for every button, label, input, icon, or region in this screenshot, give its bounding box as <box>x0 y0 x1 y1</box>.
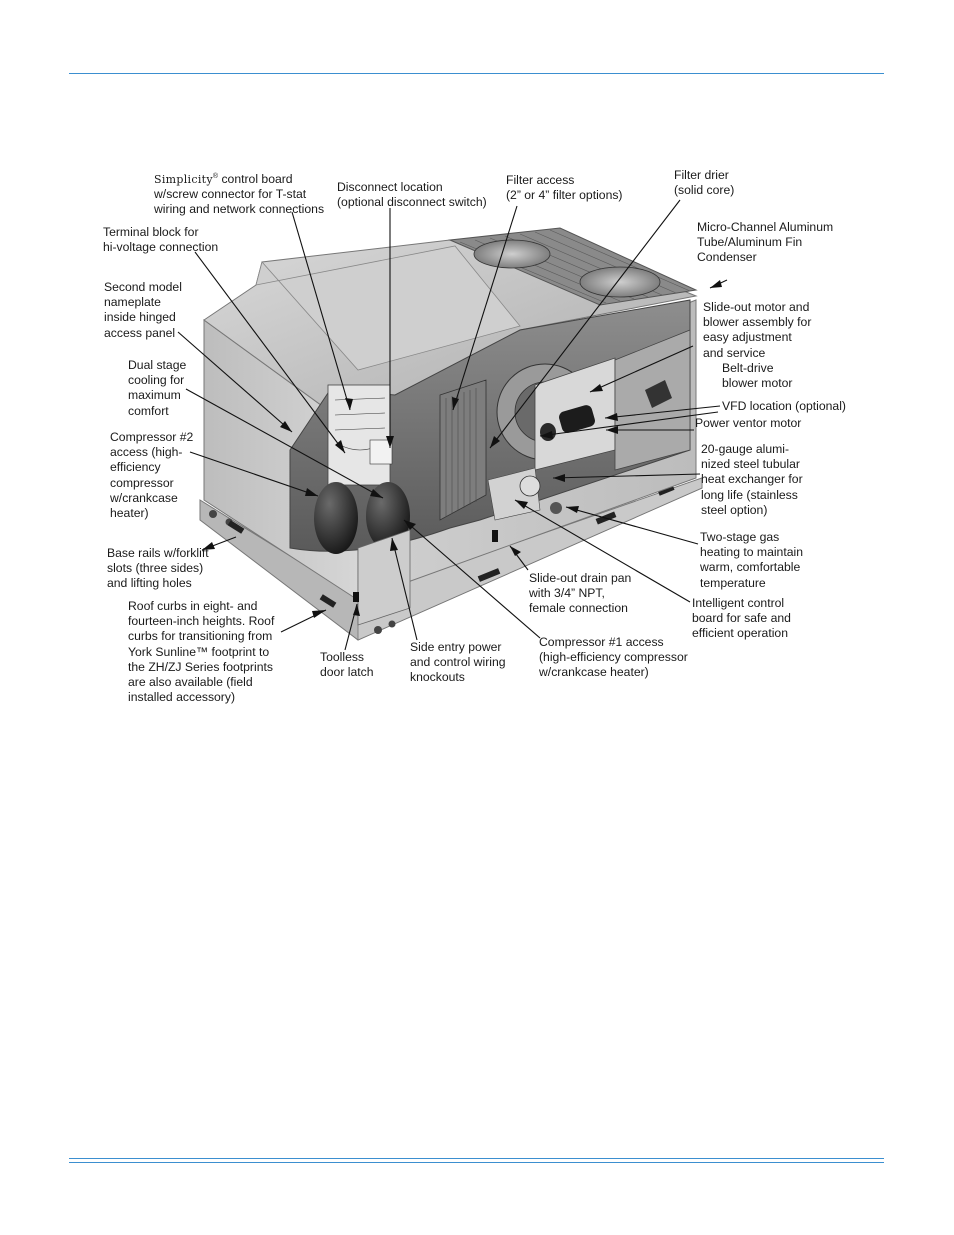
callout-intelligent-control-board: Intelligent control board for safe and e… <box>692 596 791 641</box>
base-rail <box>199 477 703 641</box>
condenser-grille <box>448 227 698 306</box>
callout-second-nameplate: Second model nameplate inside hinged acc… <box>104 280 182 340</box>
callout-side-entry-knockouts: Side entry power and control wiring knoc… <box>410 640 506 685</box>
callout-dual-stage-cooling: Dual stage cooling for maximum comfort <box>128 358 187 418</box>
callout-filter-access: Filter access (2” or 4” filter options) <box>506 173 623 203</box>
lid-panel <box>255 245 521 371</box>
callout-two-stage-gas: Two-stage gas heating to maintain warm, … <box>700 530 803 590</box>
callout-heat-exchanger: 20-gauge alumi- nized steel tubular heat… <box>701 442 803 517</box>
callout-filter-drier: Filter drier (solid core) <box>674 168 735 198</box>
callout-slide-out-motor: Slide-out motor and blower assembly for … <box>703 300 812 360</box>
callout-simplicity-control-board: Simplicity® control board w/screw connec… <box>154 169 324 218</box>
callout-condenser: Micro-Channel Aluminum Tube/Aluminum Fin… <box>697 220 834 265</box>
footer-rule-lower <box>69 1162 884 1163</box>
callout-roof-curbs: Roof curbs in eight- and fourteen-inch h… <box>128 599 275 705</box>
drain-fitting <box>492 530 498 542</box>
callout-arrowheads <box>202 280 722 618</box>
callout-terminal-block: Terminal block for hi-voltage connection <box>103 225 219 255</box>
footer-rule-upper <box>69 1158 884 1159</box>
callout-leaders <box>177 199 728 651</box>
callout-drain-pan: Slide-out drain pan with 3/4” NPT, femal… <box>529 571 632 616</box>
callout-belt-drive-motor: Belt-drive blower motor <box>722 361 793 391</box>
door-latch <box>353 592 359 602</box>
callout-toolless-latch: Toolless door latch <box>320 650 374 680</box>
registered-mark: ® <box>212 173 219 180</box>
callout-disconnect-location: Disconnect location (optional disconnect… <box>337 180 487 210</box>
callout-power-ventor-motor: Power ventor motor <box>695 416 802 430</box>
callout-compressor-2: Compressor #2 access (high- efficiency c… <box>110 430 194 521</box>
callout-vfd-location: VFD location (optional) <box>722 399 846 413</box>
callout-compressor-1: Compressor #1 access (high-efficiency co… <box>539 635 688 680</box>
header-rule <box>69 73 884 74</box>
simplicity-brand: Simplicity <box>154 173 213 187</box>
callout-base-rails: Base rails w/forklift slots (three sides… <box>107 546 209 591</box>
callout-simplicity-text: control board w/screw connector for T-st… <box>154 172 325 217</box>
cutaway-interior <box>289 299 691 554</box>
